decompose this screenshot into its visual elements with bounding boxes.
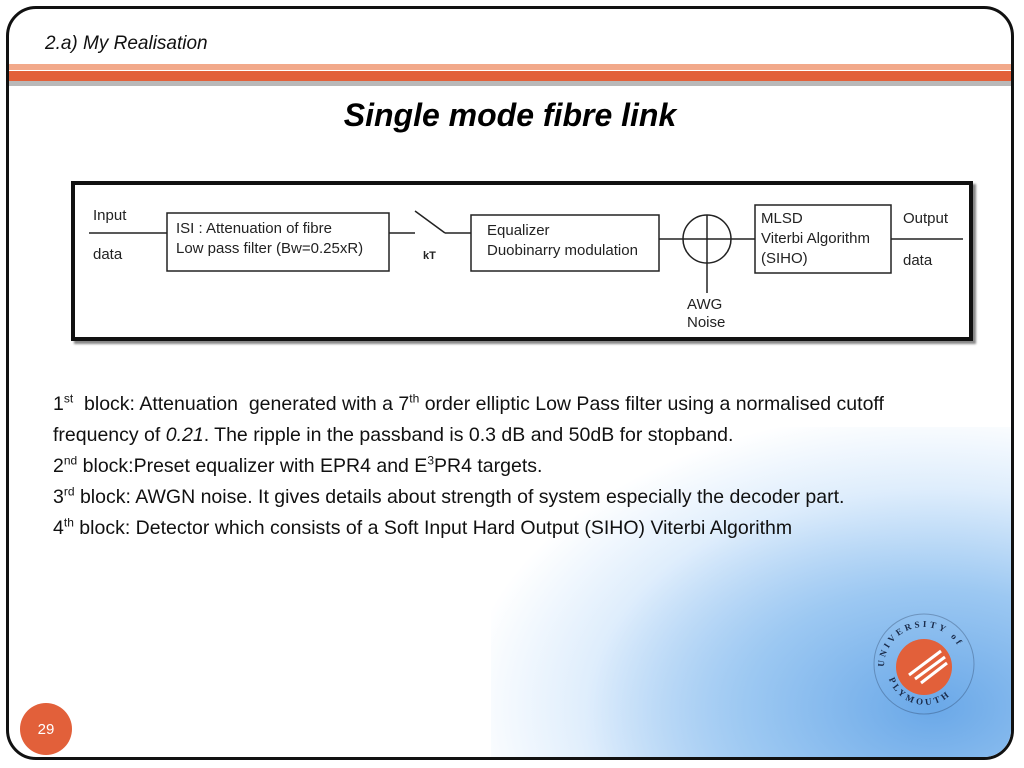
output-sub-label: data	[903, 252, 933, 269]
page-number-badge: 29	[20, 703, 72, 755]
paragraph-block-2: 2nd block:Preset equalizer with EPR4 and…	[53, 453, 543, 478]
noise-label-line2: Noise	[687, 314, 725, 331]
block-diagram: Input data ISI : Attenuation of fibre Lo…	[71, 181, 973, 341]
sampler-switch	[414, 210, 446, 234]
paragraph-block-4: 4th block: Detector which consists of a …	[53, 515, 793, 540]
mlsd-block-line2: Viterbi Algorithm	[761, 230, 870, 247]
mlsd-block-line3: (SIHO)	[761, 250, 808, 267]
paragraph-block-1: 1st block: Attenuation generated with a …	[53, 391, 884, 447]
paragraph-block-3: 3rd block: AWGN noise. It gives details …	[53, 484, 845, 509]
page-title: Single mode fibre link	[343, 97, 677, 133]
header-band-gray	[9, 81, 1011, 86]
input-sub-label: data	[93, 246, 123, 263]
noise-label-line1: AWG	[687, 296, 722, 313]
equalizer-block	[470, 214, 660, 272]
equalizer-block-line2: Duobinarry modulation	[487, 242, 638, 259]
mlsd-block-line1: MLSD	[761, 210, 803, 227]
isi-block	[166, 212, 390, 272]
output-label: Output	[903, 210, 949, 227]
header-band-dark	[9, 71, 1011, 81]
isi-block-line1: ISI : Attenuation of fibre	[176, 220, 332, 237]
body-text: 1st block: Attenuation generated with a …	[53, 389, 973, 544]
equalizer-block-line1: Equalizer	[487, 222, 550, 239]
header-band-light	[9, 64, 1011, 70]
university-logo: UNIVERSITY of PLYMOUTH	[869, 609, 979, 719]
section-label: 2.a) My Realisation	[45, 33, 208, 54]
isi-block-line2: Low pass filter (Bw=0.25xR)	[176, 240, 363, 257]
mlsd-block	[754, 204, 892, 274]
input-label: Input	[93, 207, 127, 224]
sampler-label: kT	[423, 250, 436, 262]
slide-frame: 2.a) My Realisation Single mode fibre li…	[6, 6, 1014, 760]
